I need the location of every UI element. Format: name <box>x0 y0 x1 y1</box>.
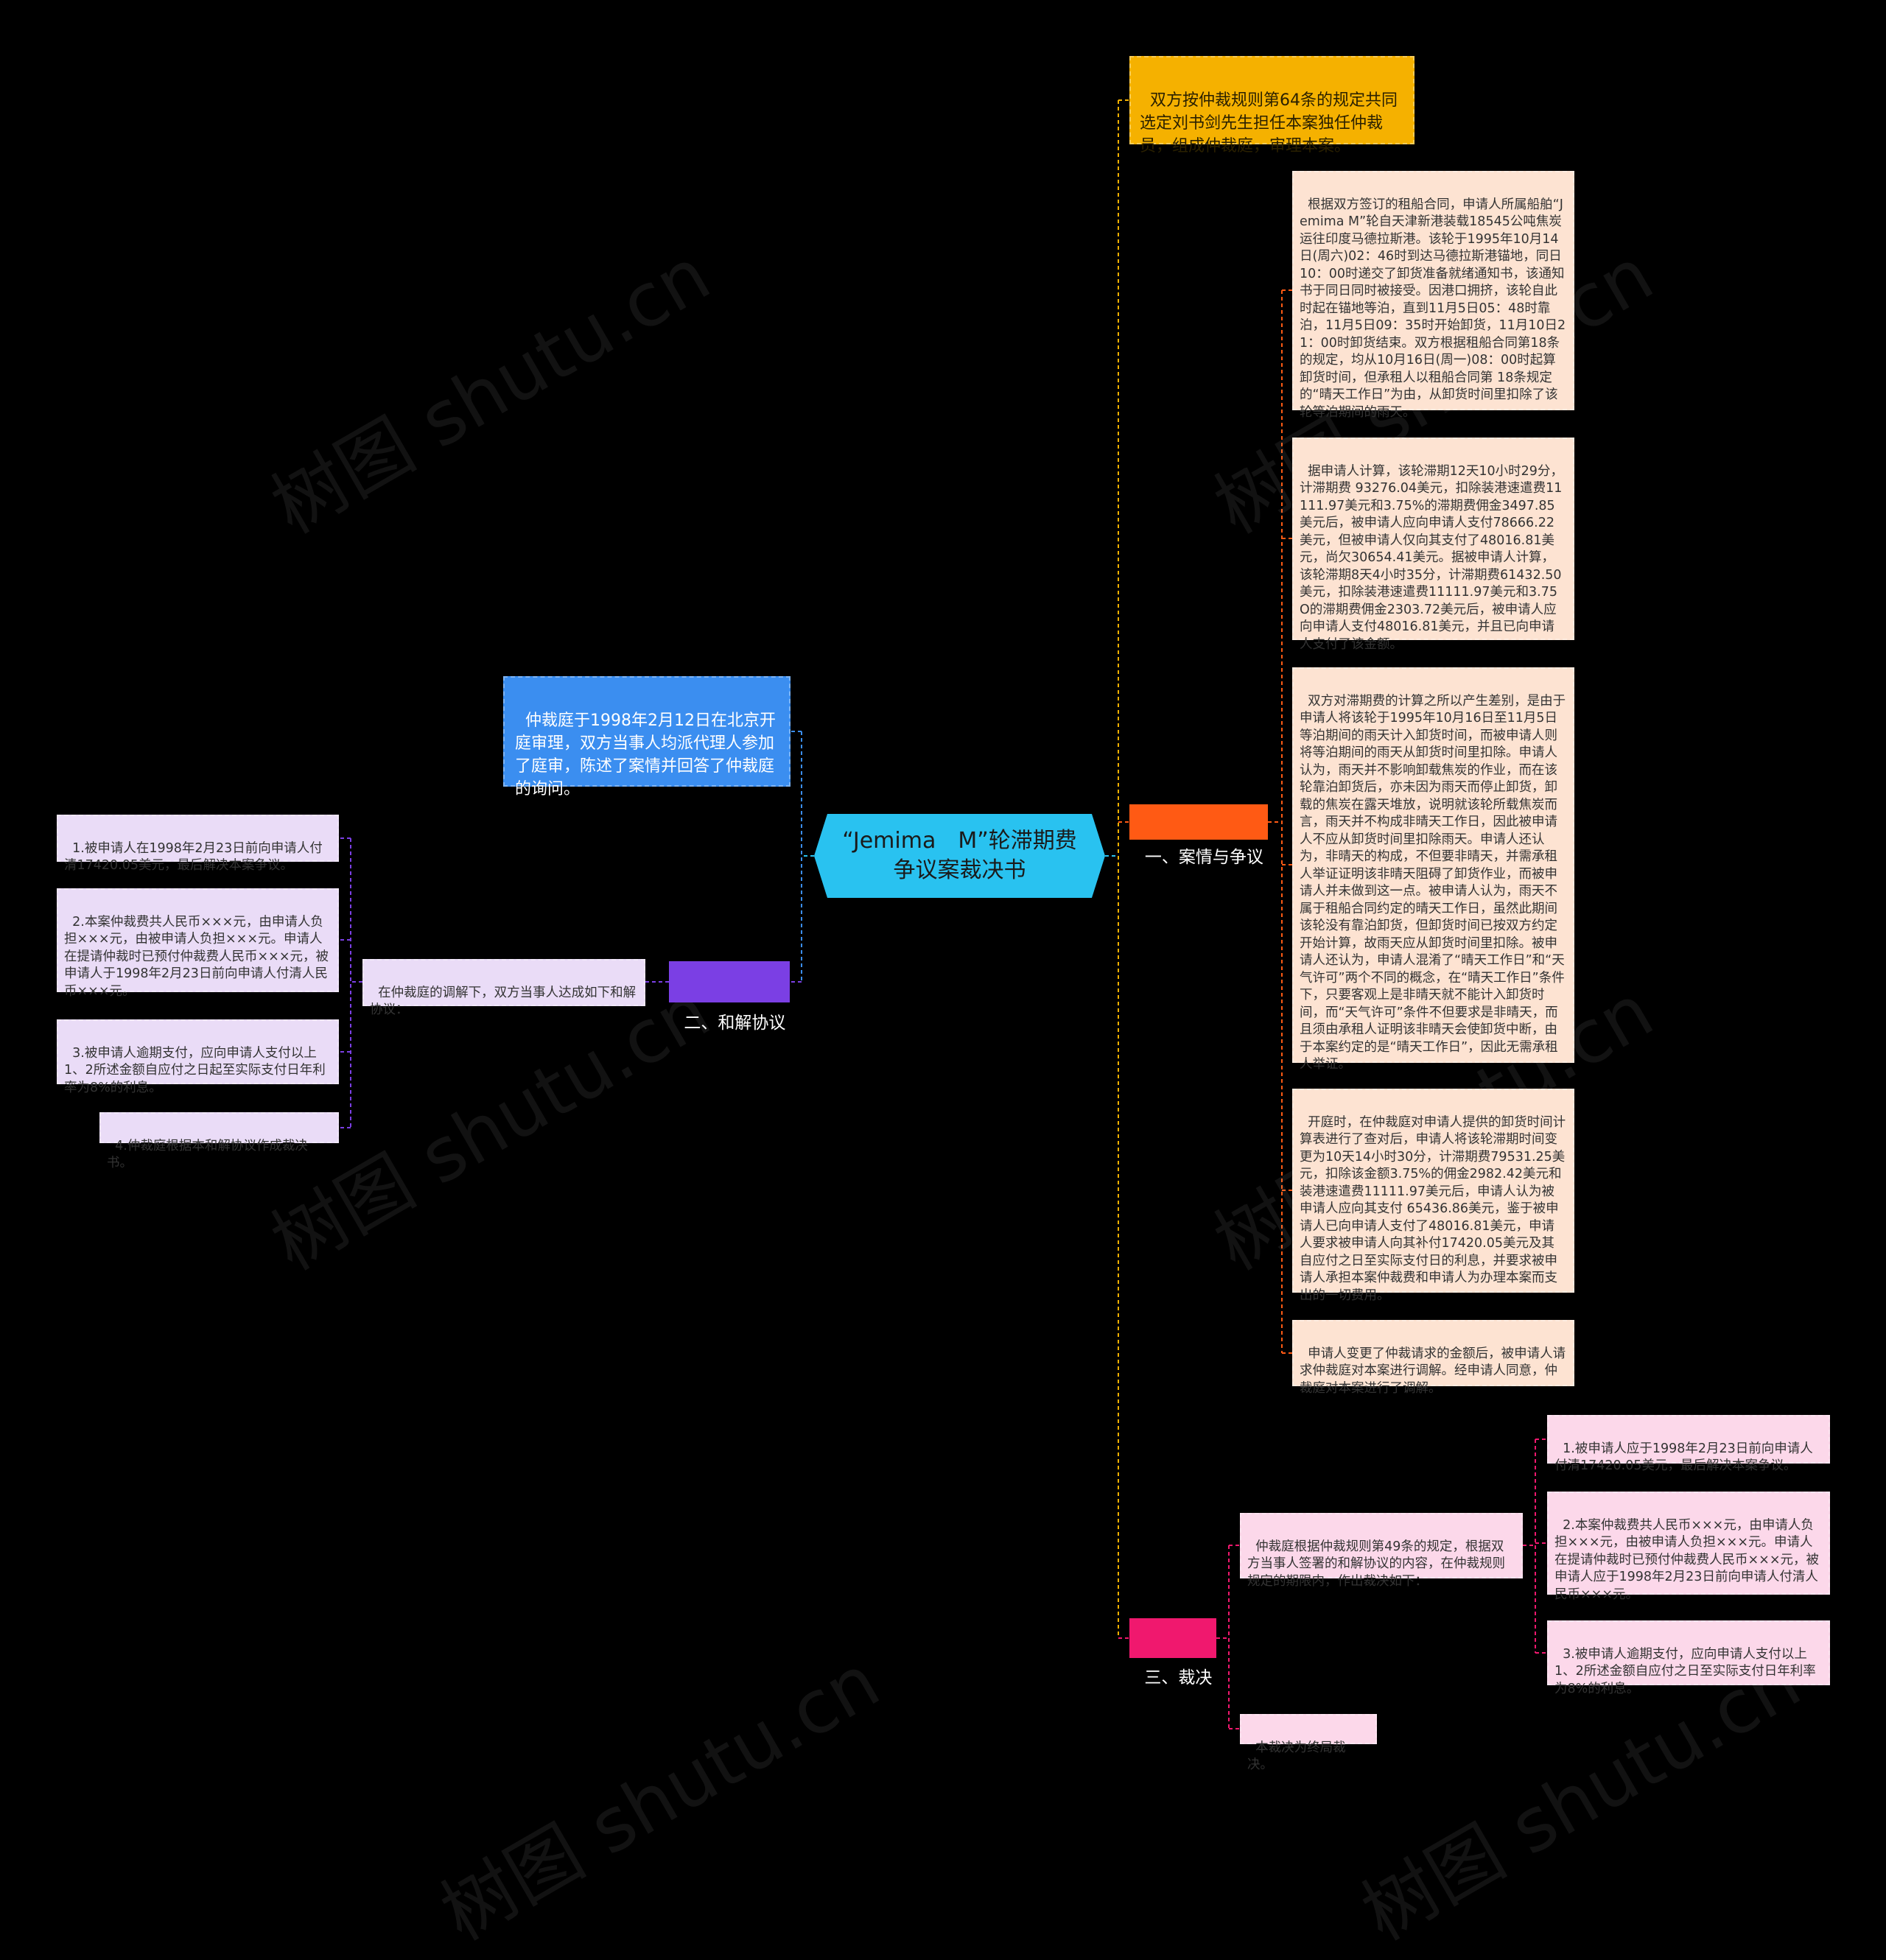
left-note-text: 仲裁庭于1998年2月12日在北京开庭审理，双方当事人均派代理人参加了庭审，陈述… <box>515 712 776 798</box>
settlement-item[interactable]: 3.被申请人逾期支付，应向申请人支付以上1、2所述金额自应付之日起至实际支付日年… <box>57 1019 339 1095</box>
root-node[interactable]: “Jemima M”轮滞期费争议案裁决书 <box>814 814 1105 898</box>
settlement-item-text: 1.被申请人在1998年2月23日前向申请人付清17420.05美元，最后解决本… <box>64 840 323 874</box>
case-item[interactable]: 开庭时，在仲裁庭对申请人提供的卸货时间计算表进行了查对后，申请人将该轮滞期时间变… <box>1292 1089 1574 1303</box>
settlement-item-text: 2.本案仲裁费共人民币×××元，由申请人负担×××元，由被申请人负担×××元。申… <box>64 914 329 999</box>
settlement-item-text: 3.被申请人逾期支付，应向申请人支付以上1、2所述金额自应付之日起至实际支付日年… <box>64 1045 326 1095</box>
award-item-text: 2.本案仲裁费共人民币×××元，由申请人负担×××元，由被申请人负担×××元。申… <box>1554 1517 1819 1602</box>
case-item-text: 据申请人计算，该轮滞期12天10小时29分，计滞期费 93276.04美元，扣除… <box>1300 463 1563 652</box>
branch-case-label: 一、案情与争议 <box>1144 848 1263 867</box>
settlement-item[interactable]: 2.本案仲裁费共人民币×××元，由申请人负担×××元，由被申请人负担×××元。申… <box>57 888 339 999</box>
top-note-text: 双方按仲裁规则第64条的规定共同选定刘书剑先生担任本案独任仲裁员，组成仲裁庭，审… <box>1140 91 1398 155</box>
award-final[interactable]: 本裁决为终局裁决。 <box>1240 1714 1377 1772</box>
left-note[interactable]: 仲裁庭于1998年2月12日在北京开庭审理，双方当事人均派代理人参加了庭审，陈述… <box>503 676 790 798</box>
connector-lines <box>339 99 1547 1729</box>
case-item[interactable]: 双方对滞期费的计算之所以产生差别，是由于申请人将该轮于1995年10月16日至1… <box>1292 667 1574 1072</box>
award-item[interactable]: 3.被申请人逾期支付，应向申请人支付以上1、2所述金额自应付之日至实际支付日年利… <box>1547 1620 1830 1696</box>
case-item[interactable]: 据申请人计算，该轮滞期12天10小时29分，计滞期费 93276.04美元，扣除… <box>1292 438 1574 652</box>
root-title: “Jemima M”轮滞期费争议案裁决书 <box>842 828 1077 883</box>
branch-settlement-agreement[interactable]: 二、和解协议 <box>669 961 790 1033</box>
case-item-text: 申请人变更了仲裁请求的金额后，被申请人请求仲裁庭对本案进行调解。经申请人同意，仲… <box>1300 1346 1566 1396</box>
settlement-intro[interactable]: 在仲裁庭的调解下，双方当事人达成如下和解协议： <box>362 959 645 1017</box>
case-item[interactable]: 申请人变更了仲裁请求的金额后，被申请人请求仲裁庭对本案进行调解。经申请人同意，仲… <box>1292 1320 1574 1396</box>
award-item-text: 1.被申请人应于1998年2月23日前向申请人付清17420.05美元，最后解决… <box>1554 1441 1813 1474</box>
branch-case-and-dispute[interactable]: 一、案情与争议 <box>1129 804 1268 867</box>
settlement-item[interactable]: 1.被申请人在1998年2月23日前向申请人付清17420.05美元，最后解决本… <box>57 815 339 873</box>
branch-award-label: 三、裁决 <box>1144 1668 1213 1687</box>
award-intro[interactable]: 仲裁庭根据仲裁规则第49条的规定，根据双方当事人签署的和解协议的内容，在仲裁规则… <box>1240 1513 1523 1589</box>
branch-award[interactable]: 三、裁决 <box>1129 1618 1216 1687</box>
award-final-text: 本裁决为终局裁决。 <box>1247 1740 1346 1773</box>
award-item-text: 3.被申请人逾期支付，应向申请人支付以上1、2所述金额自应付之日至实际支付日年利… <box>1554 1646 1816 1696</box>
top-note[interactable]: 双方按仲裁规则第64条的规定共同选定刘书剑先生担任本案独任仲裁员，组成仲裁庭，审… <box>1129 56 1414 155</box>
case-item-text: 根据双方签订的租船合同，申请人所属船舶“Jemima M”轮自天津新港装载185… <box>1300 197 1566 420</box>
award-intro-text: 仲裁庭根据仲裁规则第49条的规定，根据双方当事人签署的和解协议的内容，在仲裁规则… <box>1247 1539 1505 1589</box>
case-item-text: 开庭时，在仲裁庭对申请人提供的卸货时间计算表进行了查对后，申请人将该轮滞期时间变… <box>1300 1114 1566 1303</box>
settlement-item[interactable]: 4.仲裁庭根据本和解协议作成裁决书。 <box>99 1112 339 1170</box>
case-item-text: 双方对滞期费的计算之所以产生差别，是由于申请人将该轮于1995年10月16日至1… <box>1300 693 1566 1072</box>
award-item[interactable]: 1.被申请人应于1998年2月23日前向申请人付清17420.05美元，最后解决… <box>1547 1415 1830 1473</box>
branch-settlement-label: 二、和解协议 <box>684 1014 786 1033</box>
award-item[interactable]: 2.本案仲裁费共人民币×××元，由申请人负担×××元，由被申请人负担×××元。申… <box>1547 1492 1830 1602</box>
case-item[interactable]: 根据双方签订的租船合同，申请人所属船舶“Jemima M”轮自天津新港装载185… <box>1292 171 1574 420</box>
settlement-item-text: 4.仲裁庭根据本和解协议作成裁决书。 <box>107 1138 308 1171</box>
settlement-intro-text: 在仲裁庭的调解下，双方当事人达成如下和解协议： <box>370 985 637 1018</box>
